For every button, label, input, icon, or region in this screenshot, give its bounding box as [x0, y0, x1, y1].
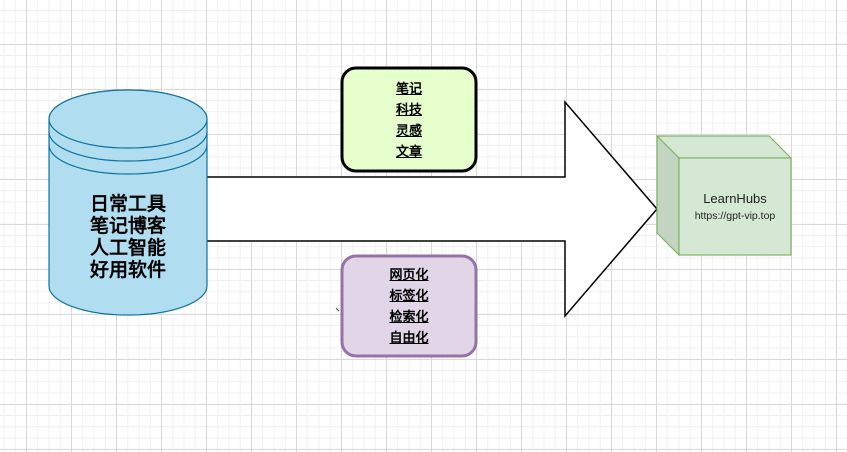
- top-note-box[interactable]: [340, 66, 478, 173]
- top-note-item[interactable]: 笔记: [395, 80, 422, 96]
- top-note-label: 笔记 科技 灵感 文章: [342, 68, 476, 171]
- database-label: 日常工具 笔记博客 人工智能 好用软件: [49, 190, 207, 286]
- connector-tick: [335, 307, 340, 312]
- bottom-note-item[interactable]: 检索化: [389, 309, 429, 324]
- target-cube[interactable]: [655, 134, 793, 257]
- bottom-note-item[interactable]: 网页化: [389, 267, 429, 282]
- database-cylinder[interactable]: [48, 89, 208, 316]
- cube-label: LearnHubs https://gpt-vip.top: [679, 158, 791, 255]
- database-line: 日常工具: [89, 194, 166, 215]
- cube-title: LearnHubs: [703, 190, 767, 206]
- cube-url: https://gpt-vip.top: [694, 209, 776, 222]
- bottom-note-box[interactable]: [340, 254, 478, 358]
- top-note-item[interactable]: 科技: [395, 101, 422, 117]
- top-note-item[interactable]: 文章: [395, 143, 422, 159]
- bottom-note-item[interactable]: 自由化: [389, 330, 429, 345]
- bottom-note-item[interactable]: 标签化: [389, 288, 429, 303]
- flow-arrow[interactable]: [205, 99, 658, 319]
- bottom-note-label: 网页化 标签化 检索化 自由化: [342, 256, 476, 356]
- database-line: 人工智能: [89, 238, 166, 259]
- top-note-item[interactable]: 灵感: [395, 122, 422, 138]
- database-line: 笔记博客: [89, 216, 166, 237]
- database-line: 好用软件: [89, 260, 166, 281]
